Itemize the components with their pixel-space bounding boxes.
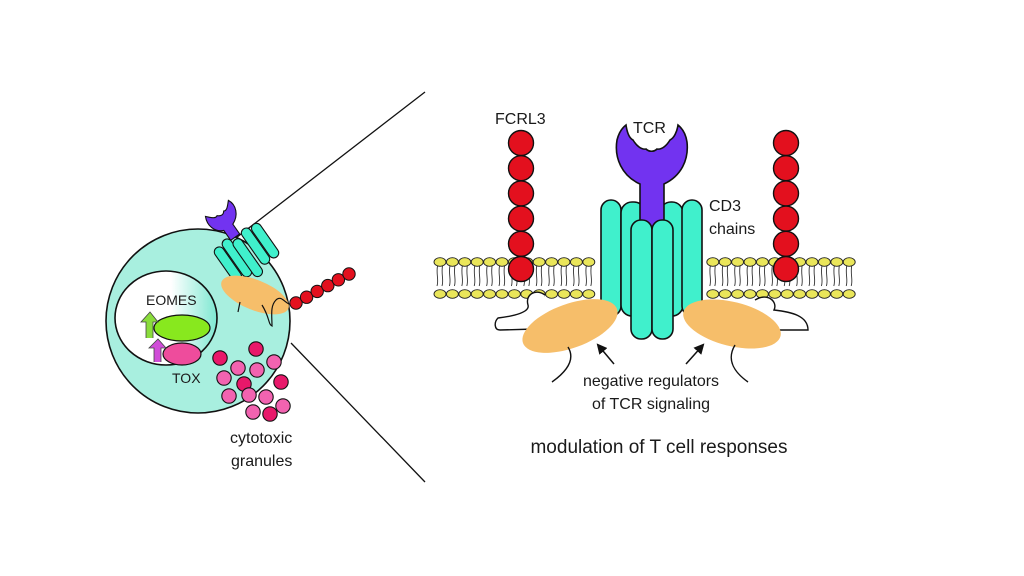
granule [249, 362, 265, 378]
fcrl3-receptor-left [507, 129, 535, 283]
lipid [470, 257, 484, 299]
lipid [569, 257, 583, 299]
lipid [445, 257, 459, 299]
regulators-label-line2: of TCR signaling [592, 396, 710, 413]
mini-fcrl3-domain [331, 273, 346, 287]
granule [221, 388, 237, 404]
lipid [433, 257, 447, 299]
zoom-line-bottom [290, 342, 426, 483]
mini-regulator-tail [261, 297, 293, 327]
fcrl3-domain [507, 154, 535, 182]
mini-cd3-front [232, 238, 264, 278]
granule [212, 350, 228, 366]
lipid [582, 257, 596, 299]
tox-label: TOX [172, 370, 201, 386]
negative-regulator-right [683, 296, 809, 383]
mini-tcr-complex [204, 199, 280, 283]
granule [216, 370, 232, 386]
fcrl3-domain [772, 230, 800, 258]
lipid [483, 257, 497, 299]
granule [262, 406, 278, 422]
fcrl3-domain [507, 230, 535, 258]
lipid [706, 257, 720, 299]
fcrl3-domain [507, 180, 535, 207]
tox-upregulation-arrow-icon [148, 338, 167, 362]
granule [273, 374, 289, 390]
fcrl3-domain [507, 205, 535, 232]
lipid [743, 257, 757, 299]
negative-regulator-left [494, 291, 618, 383]
zoomed-membrane-panel: FCRL3 TCR CD3 chains [433, 111, 856, 458]
lipid [817, 257, 831, 299]
lipid [805, 257, 819, 299]
granules-label-line1: cytotoxic [230, 430, 292, 447]
cd3-chains-front [630, 219, 674, 340]
mini-fcrl3-domain [342, 267, 356, 281]
lipid [842, 257, 856, 299]
lipid [830, 257, 844, 299]
mini-fcrl3-domain [321, 278, 335, 293]
mini-fcrl3-domain [310, 284, 324, 299]
fcrl3-domain [772, 205, 800, 232]
cd3-label-line1: CD3 [709, 198, 741, 215]
lipid [557, 257, 571, 299]
mini-fcrl3-domain [289, 296, 303, 310]
lipid-bilayer [433, 257, 856, 299]
fcrl3-domain [772, 180, 800, 207]
granules-label-line2: granules [231, 453, 292, 470]
mini-cd3-chains [213, 222, 280, 283]
granule [275, 398, 291, 414]
tcr-receptor [615, 123, 689, 233]
zoom-line-top [231, 91, 426, 242]
fcrl3-domain [507, 255, 535, 283]
mini-regulator-tail-2 [237, 301, 241, 313]
caption: modulation of T cell responses [530, 437, 787, 458]
cd3-label-line2: chains [709, 221, 755, 238]
fcrl3-domain [772, 154, 800, 182]
fcrl3-receptor-right [772, 129, 800, 283]
regulator-pointer-arrow-left-icon [596, 343, 615, 365]
granule [245, 404, 261, 420]
granule [230, 360, 246, 376]
lipid [755, 257, 769, 299]
lipid [731, 257, 745, 299]
fcrl3-domain [507, 129, 535, 157]
mini-fcrl3-domain [299, 290, 314, 304]
fcrl3-domain [772, 129, 800, 157]
fcrl3-label: FCRL3 [495, 111, 546, 128]
lipid [458, 257, 472, 299]
regulator-pointer-arrow-right-icon [685, 343, 705, 365]
t-cell: EOMES TOX cytotoxic granules [105, 199, 356, 470]
mini-tcr [204, 199, 241, 242]
tcr-label: TCR [633, 120, 666, 137]
eomes-protein [153, 314, 211, 342]
granule [266, 354, 282, 370]
granule [241, 387, 257, 403]
eomes-upregulation-arrow-icon [140, 311, 159, 338]
mini-fcrl3-chain [289, 267, 356, 310]
lipid [718, 257, 732, 299]
lipid [545, 257, 559, 299]
mini-negative-regulator [221, 275, 289, 315]
cytotoxic-granules [212, 341, 291, 422]
granule [248, 341, 264, 357]
granule [258, 389, 274, 405]
tox-protein [162, 342, 202, 366]
eomes-label: EOMES [146, 292, 197, 308]
regulators-label-line1: negative regulators [583, 373, 719, 390]
lipid [495, 257, 509, 299]
fcrl3-domain [772, 255, 800, 283]
